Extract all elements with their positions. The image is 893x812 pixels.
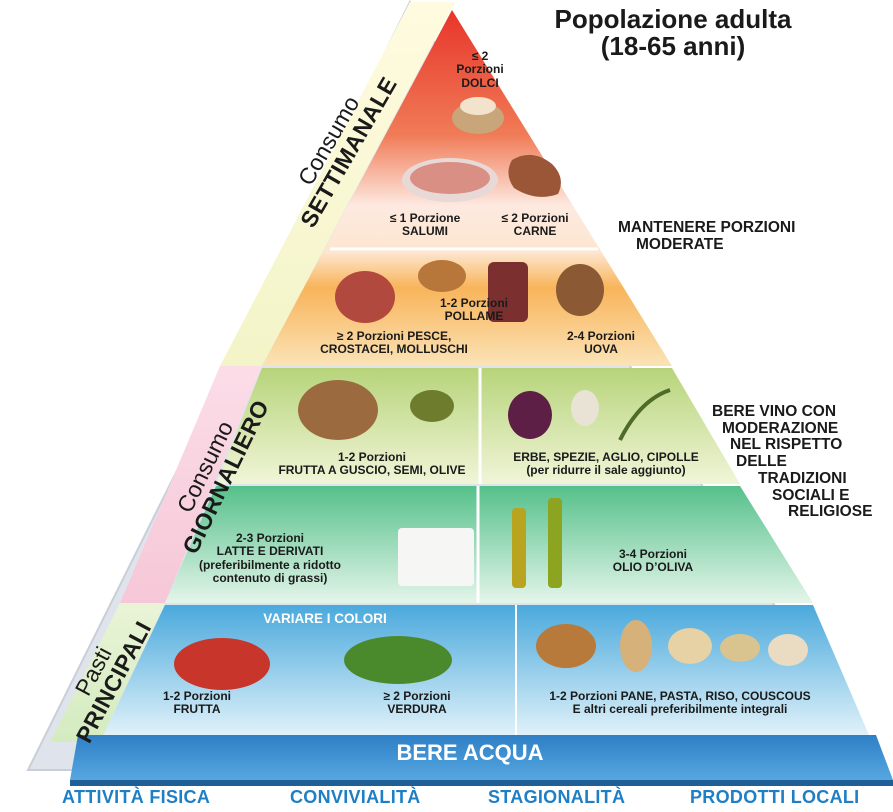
- label-latte: 2-3 Porzioni LATTE E DERIVATI (preferibi…: [180, 532, 360, 586]
- pasta-illustration: [620, 620, 652, 672]
- note-porzioni: MANTENERE PORZIONI MODERATE: [618, 220, 795, 253]
- label-cereali: 1-2 Porzioni PANE, PASTA, RISO, COUSCOUS…: [510, 690, 850, 717]
- label-carne: ≤ 2 Porzioni CARNE: [486, 212, 584, 239]
- footer-stagionalita: STAGIONALITÀ: [488, 787, 625, 808]
- label-pesce: ≥ 2 Porzioni PESCE, CROSTACEI, MOLLUSCHI: [296, 330, 492, 357]
- cipolla-illustration: [508, 391, 552, 439]
- pane-illustration: [536, 624, 596, 668]
- uova-illustration: [556, 264, 604, 316]
- label-bere-acqua: BERE ACQUA: [360, 741, 580, 766]
- note-vino: BERE VINO CON MODERAZIONE NEL RISPETTO D…: [712, 404, 872, 521]
- latte-illustration: [398, 528, 474, 586]
- label-dolci: ≤ 2 Porzioni DOLCI: [440, 50, 520, 90]
- label-frutta: 1-2 Porzioni FRUTTA: [142, 690, 252, 717]
- frutta-illustration: [174, 638, 270, 690]
- riso-illustration: [768, 634, 808, 666]
- pesce-illustration: [335, 271, 395, 323]
- olio-illustration: [512, 508, 526, 588]
- footer-convivialita: CONVIVIALITÀ: [290, 787, 421, 808]
- footer-prodotti-locali: PRODOTTI LOCALI: [690, 787, 860, 808]
- label-verdura: ≥ 2 Porzioni VERDURA: [362, 690, 472, 717]
- label-salumi: ≤ 1 Porzione SALUMI: [372, 212, 478, 239]
- pollame-illustration: [418, 260, 466, 292]
- label-erbe: ERBE, SPEZIE, AGLIO, CIPOLLE (per ridurr…: [484, 451, 728, 478]
- label-uova: 2-4 Porzioni UOVA: [548, 330, 654, 357]
- label-pollame: 1-2 Porzioni POLLAME: [420, 297, 528, 324]
- label-variare-colori: VARIARE I COLORI: [242, 611, 408, 626]
- olive-illustration: [410, 390, 454, 422]
- footer-attivita-fisica: ATTIVITÀ FISICA: [62, 787, 210, 808]
- label-frutta-guscio: 1-2 Porzioni FRUTTA A GUSCIO, SEMI, OLIV…: [266, 451, 478, 478]
- aglio-illustration: [571, 390, 599, 426]
- frutta-guscio-illustration: [298, 380, 378, 440]
- verdura-illustration: [344, 636, 452, 684]
- label-olio: 3-4 Porzioni OLIO D’OLIVA: [588, 548, 718, 575]
- page-title: Popolazione adulta (18-65 anni): [528, 6, 818, 61]
